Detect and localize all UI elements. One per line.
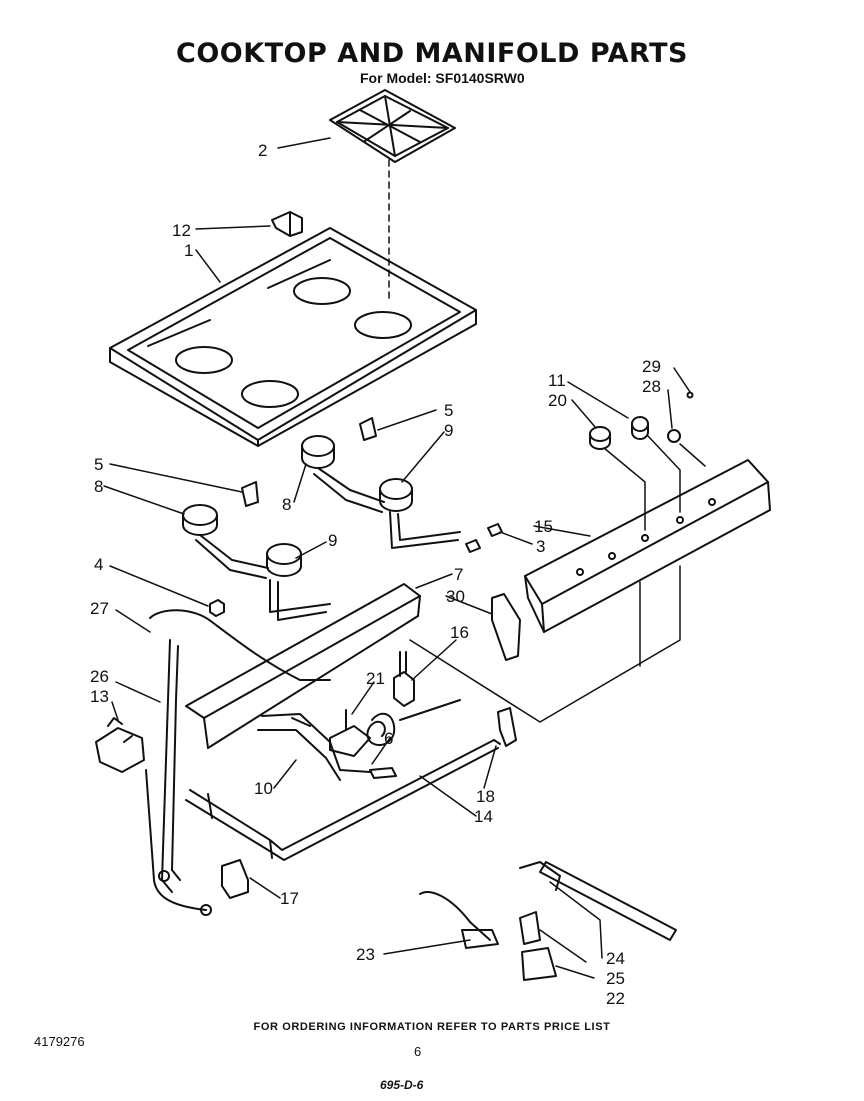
part-nut	[209, 599, 225, 617]
callout-6: 6	[384, 729, 393, 748]
handwritten-code: 695-D-6	[380, 1078, 424, 1092]
callout-9a: 9	[444, 421, 453, 440]
callout-1: 1	[184, 241, 193, 260]
callout-27: 27	[90, 599, 109, 618]
callout-5a: 5	[444, 401, 453, 420]
part-orifices	[465, 523, 503, 553]
callout-25: 25	[606, 969, 625, 988]
part-plate-17	[221, 859, 249, 899]
part-burner-right	[301, 417, 461, 549]
document-number: 4179276	[34, 1034, 85, 1049]
callout-7: 7	[454, 565, 463, 584]
callout-15: 15	[534, 517, 553, 536]
callout-2: 2	[258, 141, 267, 160]
callout-30: 30	[446, 587, 465, 606]
callout-3: 3	[536, 537, 545, 556]
callout-14: 14	[474, 807, 493, 826]
part-side-bracket	[491, 593, 521, 661]
part-regulator	[95, 609, 331, 916]
oven-outline	[409, 565, 681, 723]
callout-8a: 8	[94, 477, 103, 496]
page-number: 6	[414, 1044, 422, 1059]
callout-22: 22	[606, 989, 625, 1008]
ordering-note: FOR ORDERING INFORMATION REFER TO PARTS …	[253, 1021, 611, 1033]
callout-4: 4	[94, 555, 103, 574]
callout-24: 24	[606, 949, 625, 968]
callout-8b: 8	[282, 495, 291, 514]
part-bracket	[185, 583, 421, 749]
part-broil-burner	[419, 861, 677, 981]
callout-20: 20	[548, 391, 567, 410]
callout-18: 18	[476, 787, 495, 806]
callout-13: 13	[90, 687, 109, 706]
callout-11: 11	[548, 371, 566, 390]
callout-labels: 2 12 1 29 11 28 20 5 9 5 8 8 15 9 3 4 7 …	[90, 141, 661, 1008]
callout-12: 12	[172, 221, 191, 240]
callout-5b: 5	[94, 455, 103, 474]
callout-17: 17	[280, 889, 299, 908]
callout-16: 16	[450, 623, 469, 642]
part-grate	[329, 89, 456, 163]
part-bracket-18	[497, 707, 517, 747]
callout-21: 21	[366, 669, 385, 688]
callout-10: 10	[254, 779, 273, 798]
model-subtitle: For Model: SF0140SRW0	[360, 70, 525, 86]
part-burner-left	[182, 481, 331, 621]
callout-28: 28	[642, 377, 661, 396]
part-manifold	[524, 459, 771, 633]
callout-26: 26	[90, 667, 109, 686]
part-clip	[271, 211, 303, 237]
part-valve-knobs	[589, 391, 706, 531]
leader-lines	[103, 137, 691, 979]
callout-23: 23	[356, 945, 375, 964]
part-cooktop	[109, 227, 477, 447]
callout-9b: 9	[328, 531, 337, 550]
callout-29: 29	[642, 357, 661, 376]
page-title: COOKTOP AND MANIFOLD PARTS	[176, 38, 688, 69]
part-oven-burner	[185, 739, 501, 861]
part-thermostat	[257, 651, 461, 781]
